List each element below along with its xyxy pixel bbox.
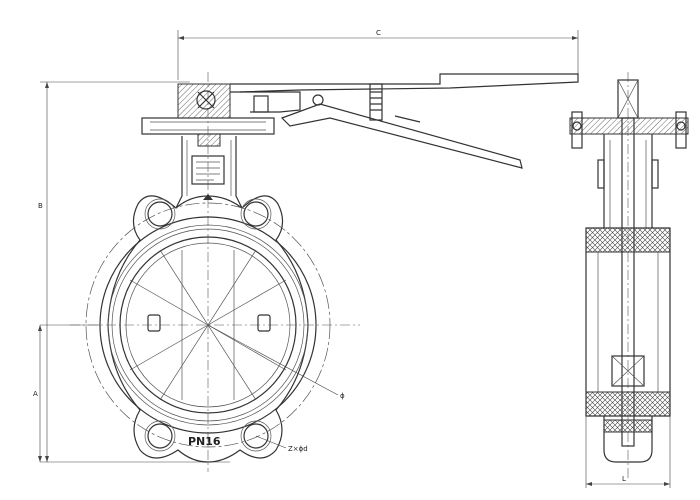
pressure-rating-marking: PN16 [188,435,221,448]
bolt-holes-callout: Z×ϕd [255,435,308,453]
side-body [585,227,671,417]
side-view: L [569,72,689,488]
lever-handle [177,73,579,169]
bolt-holes [144,198,272,452]
top-flange [141,117,275,147]
shaft [621,117,635,447]
bolt-holes-label: Z×ϕd [288,445,308,453]
dimension-b-label: B [38,202,43,210]
dimension-a-label: A [33,390,38,398]
neck [175,136,243,209]
dimension-b: B [38,81,230,463]
bore-diameter-callout: ϕ [207,324,345,400]
dimension-l: L [585,416,671,488]
dimension-l-label: L [622,475,626,483]
side-top-flange [569,111,689,149]
front-view: C B A [33,29,579,472]
bore-diameter-label: ϕ [340,392,345,400]
bottom-trunnion [603,416,653,463]
dimension-c: C [177,29,579,80]
dimension-c-label: C [376,29,381,37]
valve-body [85,195,331,463]
dimension-a: A [33,324,100,462]
